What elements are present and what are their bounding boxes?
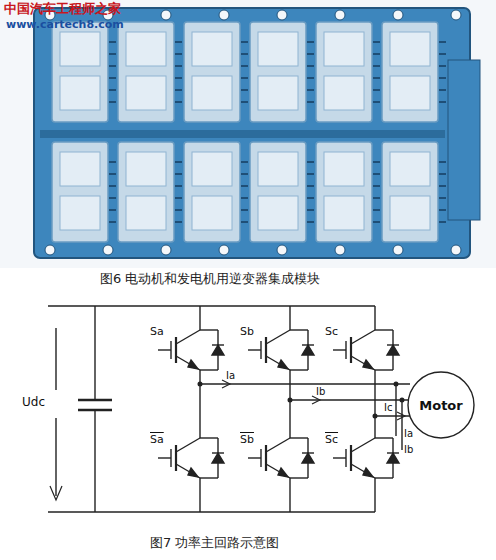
- figure-caption: 图6 电动机和发电机用逆变器集成模块: [100, 272, 320, 286]
- watermark: www.cartech8.com: [6, 19, 124, 31]
- signal-label: Ia: [404, 428, 413, 439]
- signal-label: Ib: [404, 444, 413, 455]
- signal-label: Sb: [240, 326, 254, 338]
- signal-label: Sa: [150, 326, 164, 338]
- power-circuit: [48, 306, 410, 512]
- motor-circle: Motor: [407, 371, 475, 439]
- signal-label: Sb: [240, 434, 254, 446]
- watermark: 中国汽车工程师之家: [4, 2, 121, 16]
- node-label: Motor: [419, 398, 462, 413]
- signal-label: Sc: [325, 434, 338, 446]
- module-photo: [0, 0, 496, 268]
- signal-label: Ia: [226, 370, 235, 381]
- signal-label: Sa: [150, 434, 164, 446]
- figure-caption: 图7 功率主回路示意图: [150, 536, 279, 550]
- signal-label: Ic: [384, 402, 392, 413]
- signal-label: Sc: [325, 326, 338, 338]
- signal-label: Udc: [22, 396, 45, 409]
- signal-label: Ib: [316, 386, 325, 397]
